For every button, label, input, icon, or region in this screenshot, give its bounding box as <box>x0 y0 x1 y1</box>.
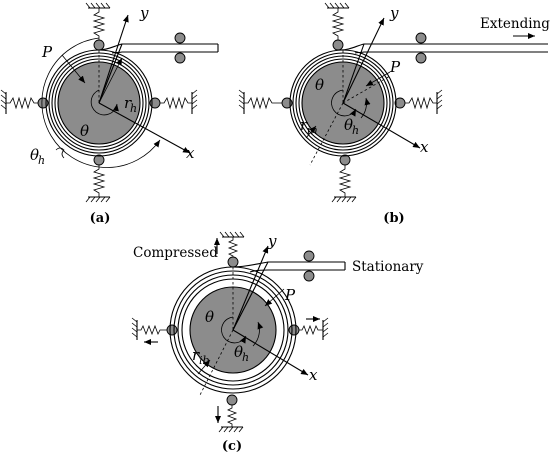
label-r-sub: h <box>130 102 137 115</box>
label-theta: θ <box>80 122 89 140</box>
spring-top <box>219 231 245 268</box>
label-theta: θ <box>205 308 214 326</box>
y-axis-arrow <box>98 14 129 104</box>
label-y: y <box>139 4 149 22</box>
label-theta-h-sub: h <box>38 154 45 167</box>
spring-bottom <box>85 154 111 203</box>
label-compressed: Compressed <box>133 245 218 261</box>
spring-right <box>394 89 443 114</box>
panel-c: Compressed <box>131 231 424 454</box>
label-theta-h: θ <box>344 116 353 134</box>
label-r-sub: ib <box>199 354 210 367</box>
label-theta: θ <box>315 76 324 94</box>
label-P: P <box>389 58 401 76</box>
caption-b: (b) <box>383 211 404 226</box>
label-P: P <box>284 286 296 304</box>
spring-bottom <box>218 394 244 433</box>
spring-top <box>324 2 350 51</box>
label-r: r <box>192 346 200 364</box>
spring-bottom <box>331 154 357 203</box>
y-axis-arrow <box>342 17 385 104</box>
label-y: y <box>267 232 277 250</box>
panel-a: P y x θ r h θ h (a) <box>0 2 219 226</box>
caption-c: (c) <box>222 439 242 454</box>
label-r: r <box>124 94 132 112</box>
label-x: x <box>420 138 429 156</box>
label-y: y <box>389 4 399 22</box>
spring-right <box>149 89 198 114</box>
label-theta-h-sub: h <box>242 351 249 364</box>
label-r-sub: in <box>307 124 318 137</box>
label-theta-h: θ <box>30 146 39 164</box>
label-theta-h-sub: h <box>352 124 359 137</box>
spring-left <box>0 89 49 114</box>
panel-b: Extending P y x θ θ h r in (b) <box>238 2 550 226</box>
label-stationary: Stationary <box>352 259 424 275</box>
label-theta-h: θ <box>234 343 243 361</box>
spring-left <box>238 89 293 114</box>
tape-strip <box>232 250 346 282</box>
label-x: x <box>309 366 318 384</box>
label-extending: Extending <box>480 16 550 32</box>
label-r: r <box>300 116 308 134</box>
caption-a: (a) <box>90 211 111 226</box>
tape-strip <box>98 32 219 64</box>
y-axis-arrow <box>232 245 269 331</box>
label-P: P <box>41 43 53 61</box>
spring-top <box>85 2 111 51</box>
label-x: x <box>186 144 195 162</box>
